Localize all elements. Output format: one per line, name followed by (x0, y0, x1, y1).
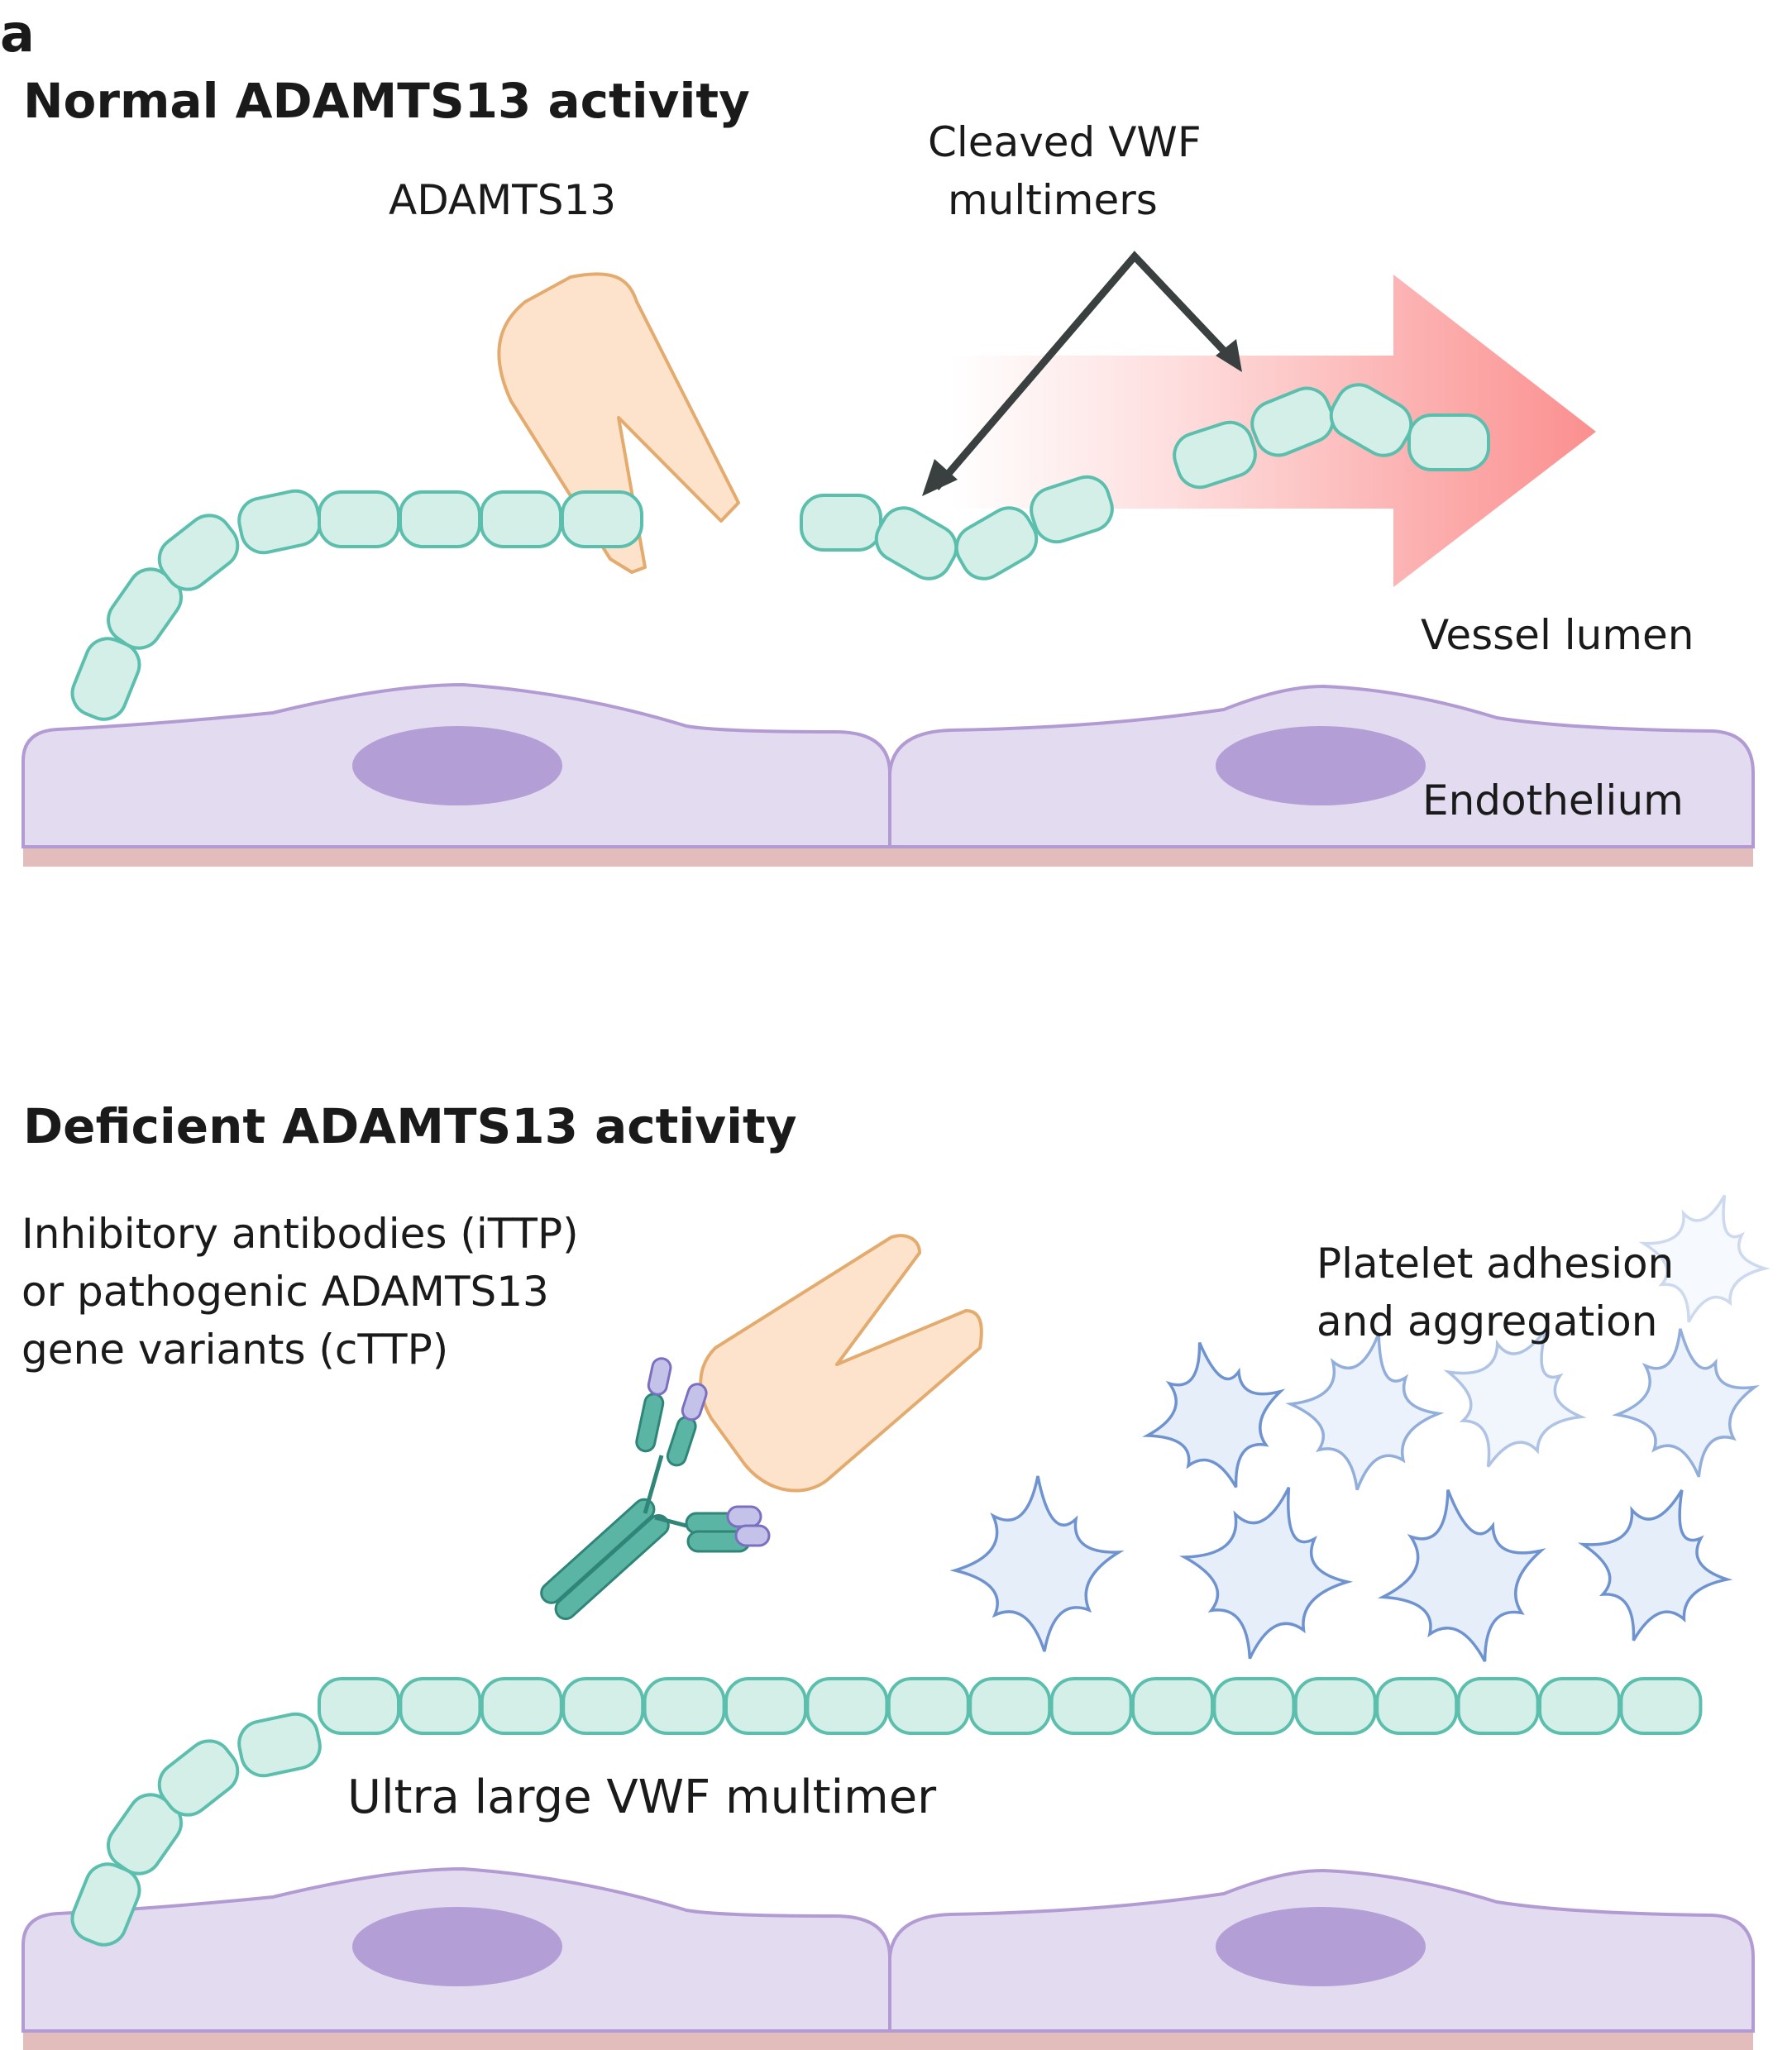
cause-label-line2: or pathogenic ADAMTS13 (22, 1268, 549, 1316)
cleaved-vwf-fragment (800, 475, 1114, 581)
cause-label-line3: gene variants (cTTP) (22, 1326, 449, 1374)
platelet (1364, 1474, 1560, 1679)
platelet (1276, 1319, 1452, 1503)
vwf-monomer (1456, 1677, 1540, 1735)
vwf-monomer (1030, 475, 1114, 544)
platelet (1608, 1321, 1764, 1485)
vwf-monomer (1407, 413, 1490, 471)
vwf-monomer (399, 1677, 482, 1735)
platelet-label-line1: Platelet adhesion (1317, 1240, 1675, 1288)
cleaved-vwf-label-line1: Cleaved VWF (928, 118, 1202, 166)
top-panel-title: Normal ADAMTS13 activity (23, 73, 750, 129)
vwf-monomer (1538, 1677, 1621, 1735)
vwf-monomer (480, 1677, 563, 1735)
vwf-monomer (954, 506, 1039, 581)
nucleus (352, 1907, 562, 1986)
pointer-arrows (933, 251, 1240, 490)
pointer-arrowhead-right (1216, 339, 1242, 372)
vwf-monomer (886, 1677, 970, 1735)
vessel-lumen-label: Vessel lumen (1421, 611, 1694, 659)
adamts13-enzyme-inhibited (699, 1234, 983, 1493)
platelet (1162, 1465, 1369, 1680)
vwf-monomer (1250, 386, 1335, 457)
adamts13-label: ADAMTS13 (389, 176, 617, 224)
vwf-monomer (318, 490, 400, 548)
vwf-monomer (874, 506, 958, 581)
endothelium-top (22, 682, 1755, 867)
vwf-monomer (1131, 1677, 1214, 1735)
ultra-large-vwf-label: Ultra large VWF multimer (347, 1770, 937, 1824)
vwf-monomer (1375, 1677, 1459, 1735)
endothelium-bottom (22, 1866, 1755, 2050)
vwf-monomer (805, 1677, 889, 1735)
platelet (953, 1474, 1121, 1653)
vwf-monomer (157, 514, 240, 591)
inhibitory-antibody (540, 1357, 771, 1621)
basement-membrane (23, 847, 1753, 867)
vwf-monomer (724, 1677, 807, 1735)
pointer-arrowhead-left (922, 459, 958, 496)
vwf-monomer (561, 490, 643, 548)
vwf-monomer (1212, 1677, 1296, 1735)
platelet (1556, 1463, 1752, 1665)
panel-label: a (0, 3, 35, 64)
nucleus (1216, 1907, 1426, 1986)
basement-membrane (23, 2031, 1753, 2050)
vwf-monomer (1619, 1677, 1703, 1735)
cause-label-line1: Inhibitory antibodies (iTTP) (22, 1210, 579, 1258)
nucleus (1216, 726, 1426, 805)
vwf-monomer (318, 1677, 400, 1735)
vwf-monomer (968, 1677, 1052, 1735)
platelet (1129, 1326, 1300, 1505)
nucleus (352, 726, 562, 805)
vwf-multimer-attached (70, 489, 643, 721)
adamts13-enzyme (497, 272, 740, 574)
vwf-monomer (237, 489, 322, 555)
vwf-monomer (480, 490, 562, 548)
vwf-monomer (1173, 420, 1257, 490)
vwf-monomer (237, 1712, 322, 1778)
vwf-monomer (1049, 1677, 1133, 1735)
bottom-panel-title: Deficient ADAMTS13 activity (23, 1098, 797, 1154)
vwf-monomer (157, 1739, 240, 1817)
vwf-monomer (1293, 1677, 1377, 1735)
vwf-monomer (800, 494, 882, 552)
vwf-monomer (1329, 383, 1413, 457)
platelet-label-line2: and aggregation (1317, 1297, 1658, 1345)
endothelium-label: Endothelium (1422, 777, 1684, 824)
vwf-monomer (399, 490, 481, 548)
vwf-monomer (643, 1677, 726, 1735)
vwf-monomer (561, 1677, 645, 1735)
cleaved-vwf-label-line2: multimers (948, 176, 1158, 224)
ultra-large-vwf-multimer (70, 1677, 1703, 1947)
cleaved-vwf-fragment (1173, 383, 1490, 490)
